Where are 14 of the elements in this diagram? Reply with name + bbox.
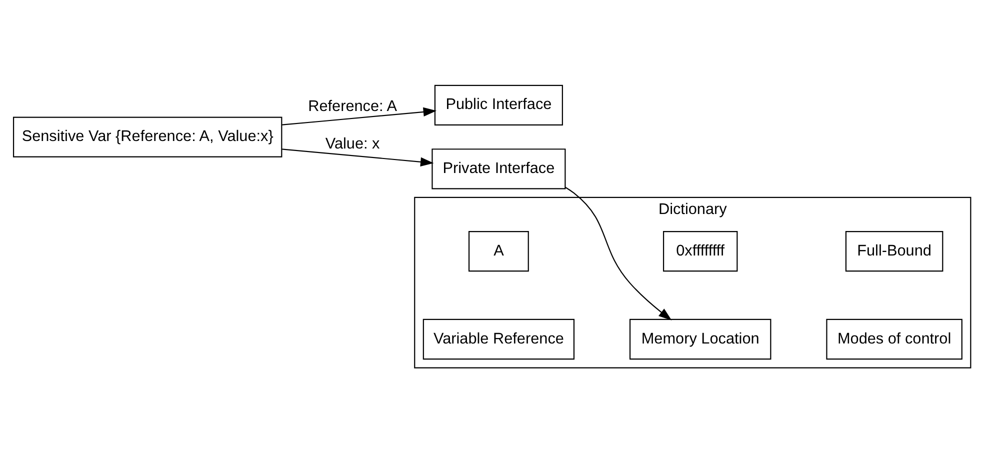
edge-label: Reference: A [308, 97, 397, 114]
node-box: Variable Reference [422, 318, 575, 360]
node-box: A [468, 230, 529, 272]
arrow [282, 106, 437, 125]
node-box: Public Interface [434, 84, 563, 125]
node-box: 0xffffffff [662, 230, 738, 272]
edge-label: Value: x [325, 134, 380, 152]
node-box: Memory Location [629, 318, 772, 360]
node-box: Private Interface [432, 148, 566, 189]
node-box: Sensitive Var {Reference: A, Value:x} [12, 116, 282, 157]
arrow [565, 186, 672, 320]
arrow [282, 148, 434, 166]
node-box: Full-Bound [845, 230, 944, 272]
node-box: Modes of control [826, 318, 962, 360]
